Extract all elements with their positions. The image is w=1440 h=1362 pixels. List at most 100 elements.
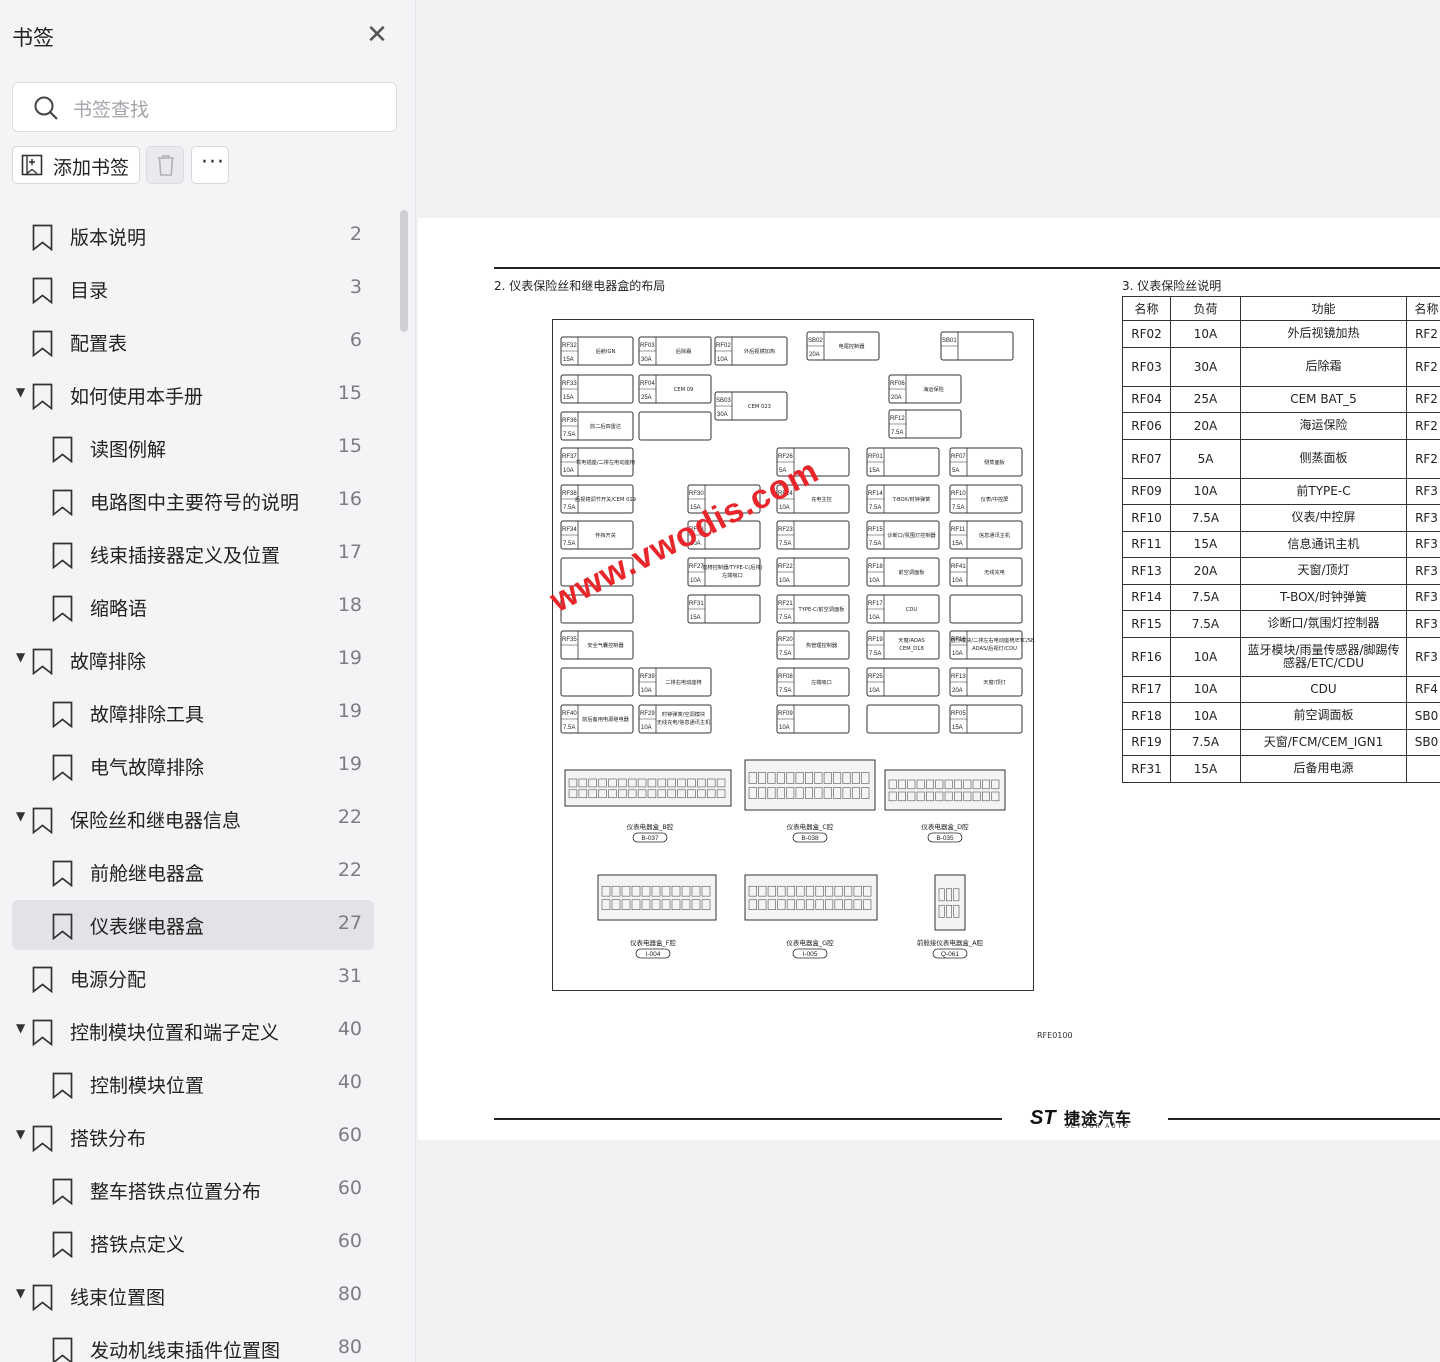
- footer-rule-left: [494, 1118, 1002, 1120]
- table-cell: 仪表/中控屏: [1240, 504, 1407, 532]
- connector-pin: [716, 789, 726, 799]
- connector-housing: [744, 874, 878, 921]
- table-cell: 15A: [1170, 530, 1241, 558]
- connector-pin: [621, 899, 631, 910]
- fuse-id: RF07: [951, 454, 966, 460]
- fuse-id: RF04: [640, 381, 655, 387]
- fuse-function: 外后视镜加热: [744, 347, 776, 355]
- connector-pin: [618, 789, 627, 799]
- bookmark-label: 目录: [70, 280, 109, 302]
- bookmark-icon: [32, 807, 53, 834]
- connector-pin: [697, 778, 706, 788]
- more-options-button[interactable]: ···: [191, 146, 229, 184]
- close-icon[interactable]: ✕: [366, 20, 388, 50]
- bookmark-icon: [32, 1125, 53, 1152]
- fuse-amp: 30A: [717, 412, 728, 418]
- bookmark-icon: [52, 1178, 73, 1205]
- connector-pin: [748, 899, 757, 910]
- connector-pin: [657, 789, 667, 799]
- connector-pin: [621, 885, 631, 897]
- connector-pin: [963, 779, 972, 790]
- fuse-function: 安全气囊控制器: [587, 641, 624, 649]
- connector-pin: [834, 885, 843, 897]
- expand-arrow-icon[interactable]: ▼: [16, 1127, 26, 1141]
- expand-arrow-icon[interactable]: ▼: [16, 1021, 26, 1035]
- connector-pin: [767, 899, 776, 910]
- connector-pin: [641, 885, 651, 897]
- table-cell: 25A: [1170, 385, 1241, 413]
- connector-pin: [795, 772, 804, 784]
- connector-pin: [888, 779, 897, 790]
- table-cell: RF4: [1406, 675, 1440, 703]
- bookmark-page: 22: [337, 806, 362, 828]
- bookmark-page: 15: [337, 382, 362, 404]
- search-input[interactable]: 书签查找: [12, 82, 397, 132]
- fuse-function: 前二后四雷达: [590, 422, 621, 430]
- expand-arrow-icon[interactable]: ▼: [16, 1286, 26, 1300]
- table-cell: RF14: [1122, 583, 1171, 611]
- expand-arrow-icon[interactable]: ▼: [16, 385, 26, 399]
- fuse-amp: 7.5A: [952, 505, 964, 511]
- expand-arrow-icon[interactable]: ▼: [16, 809, 26, 823]
- bookmark-page: 27: [337, 912, 362, 934]
- expand-arrow-icon[interactable]: ▼: [16, 650, 26, 664]
- fuse-id: RF22: [778, 564, 793, 570]
- fuse-id: RF18: [868, 564, 883, 570]
- fuse-function: CDU: [906, 607, 918, 613]
- fuse-id: RF39: [640, 674, 655, 680]
- brand-name: 捷途汽车: [1064, 1111, 1133, 1128]
- search-icon: [34, 96, 58, 120]
- table-cell: 前TYPE-C: [1240, 477, 1407, 505]
- fuse-function: 前空调面板: [899, 568, 926, 576]
- connector-pin: [618, 778, 627, 788]
- table-cell: RF17: [1122, 675, 1171, 703]
- connector-pin: [706, 789, 716, 799]
- fuse-id: RF26: [778, 454, 793, 460]
- fuse-id: RF21: [778, 601, 793, 607]
- fuse-function: 电尾控制器: [839, 342, 866, 350]
- connector-pin: [907, 779, 916, 790]
- table-cell: 前空调面板: [1240, 702, 1407, 730]
- connector-pin: [681, 885, 691, 897]
- connector-pin: [767, 885, 776, 897]
- fuse-id: RF14: [868, 491, 883, 497]
- bookmark-icon: [52, 913, 73, 940]
- delete-bookmark-button[interactable]: [146, 146, 184, 184]
- connector-pin: [916, 779, 925, 790]
- fuse-amp: 7.5A: [563, 505, 575, 511]
- add-bookmark-button[interactable]: 添加书签: [12, 146, 140, 184]
- fuse-id: RF03: [640, 343, 655, 349]
- fuse-amp: 10A: [869, 615, 880, 621]
- fuse-amp: 10A: [952, 651, 963, 657]
- connector-pin: [853, 885, 862, 897]
- bookmark-label: 搭铁点定义: [90, 1234, 186, 1256]
- scrollbar[interactable]: [400, 210, 408, 332]
- table-cell: 7.5A: [1170, 728, 1241, 756]
